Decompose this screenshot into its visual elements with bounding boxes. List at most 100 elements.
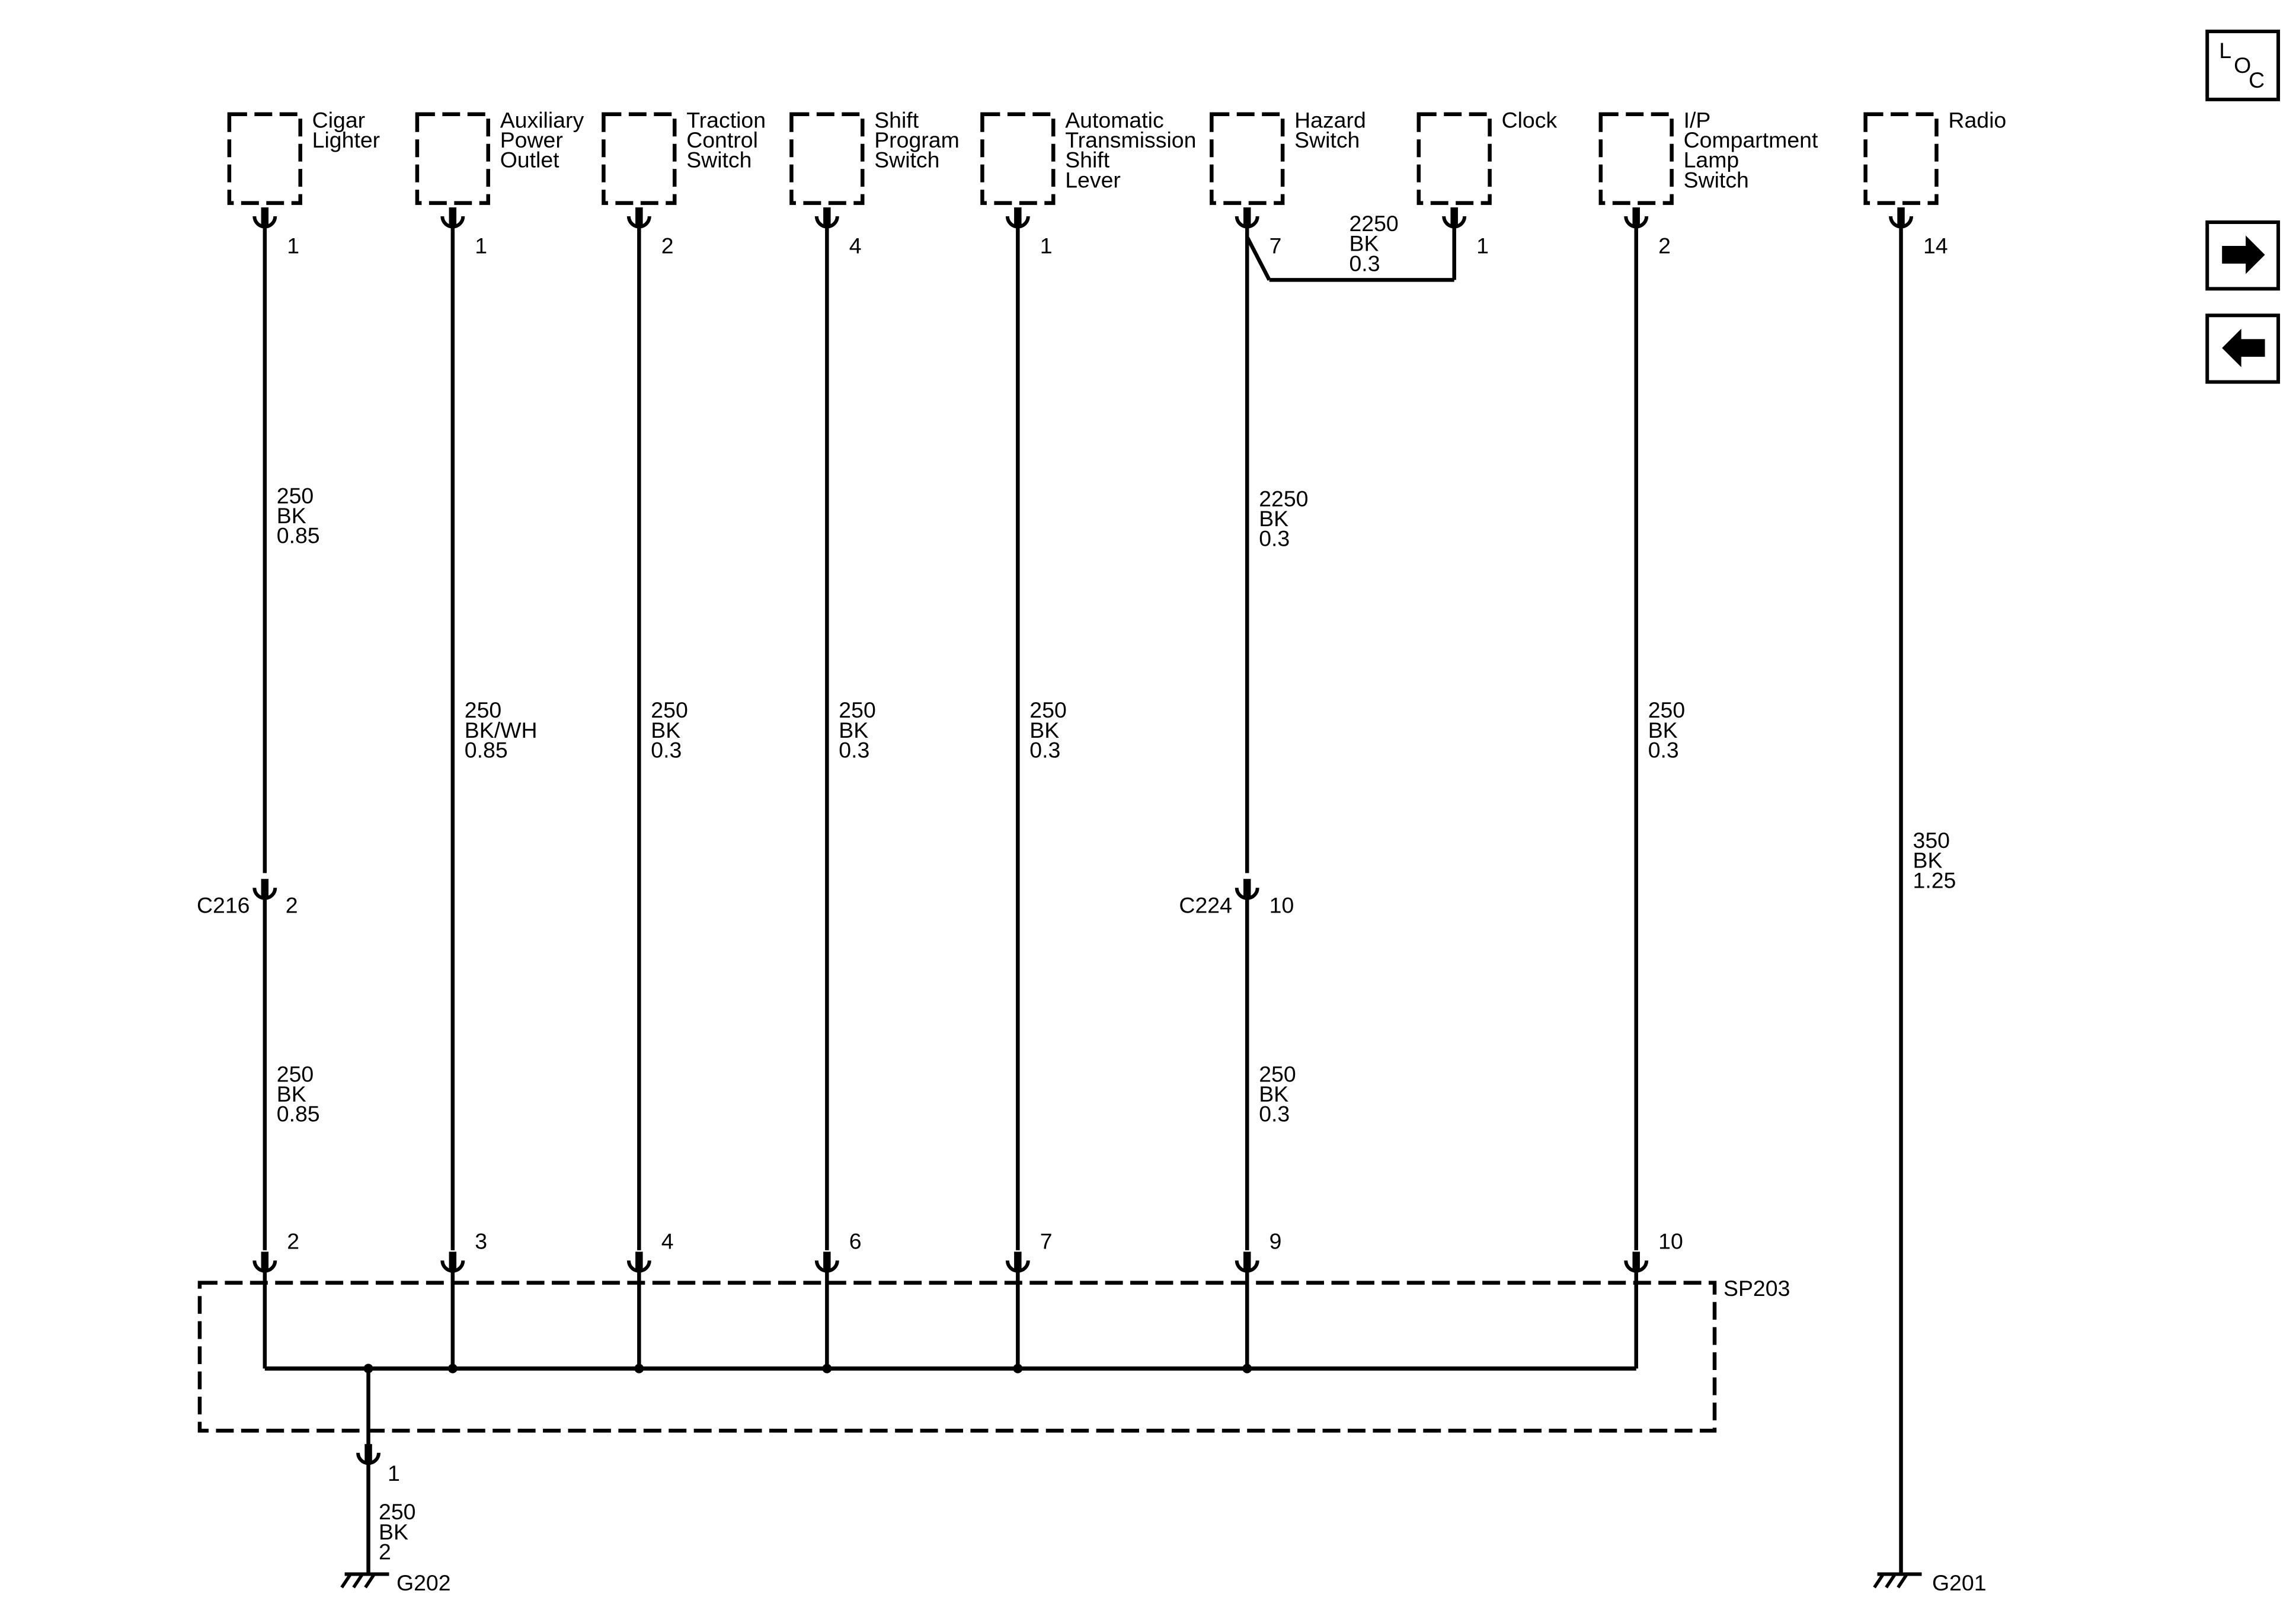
- component-label-shiftprog: Shift: [874, 107, 919, 132]
- wire-label-traction: 250: [651, 697, 687, 722]
- wire-label-hazard-upper: 2250: [1259, 486, 1308, 511]
- ground-g201-icon: [1897, 1573, 1908, 1589]
- loc-button-frame: [2205, 30, 2281, 101]
- pin-label: 10: [1269, 893, 1294, 918]
- component-label-hazard: Switch: [1294, 127, 1360, 152]
- splice-dot: [1013, 1363, 1023, 1374]
- pin-label: 7: [1040, 1228, 1053, 1253]
- pin-label: 1: [1040, 233, 1053, 258]
- loc-letter: C: [2249, 68, 2265, 92]
- wire-label-traction: BK: [651, 718, 680, 742]
- ground-g201-icon: [1873, 1573, 1885, 1589]
- ground-g202-icon: [340, 1573, 352, 1589]
- wire-label-cigar-lower: BK: [277, 1081, 306, 1106]
- wire-label-atsl: 0.3: [1029, 738, 1060, 763]
- ground-g201-icon: [1885, 1573, 1897, 1589]
- wire-label-cigar-upper: BK: [277, 503, 306, 528]
- navigation-panel: LOC: [2205, 30, 2281, 384]
- pin-label: 3: [475, 1228, 487, 1253]
- component-box-atsl: [980, 112, 1056, 205]
- pin-label: 1: [475, 233, 487, 258]
- pin-label: 10: [1658, 1228, 1683, 1253]
- component-box-ipcomp: [1598, 112, 1674, 205]
- component-label-aux: Auxiliary: [500, 107, 584, 132]
- ground-g202-icon: [364, 1573, 376, 1589]
- wire-label-atsl: 250: [1029, 697, 1066, 722]
- pin-label: 2: [661, 233, 674, 258]
- component-label-shiftprog: Program: [874, 127, 960, 152]
- connector-name: C224: [1179, 893, 1232, 918]
- component-label-radio: Radio: [1948, 107, 2006, 132]
- component-box-clock: [1416, 112, 1492, 205]
- wire-label-cigar-lower: 250: [277, 1061, 314, 1086]
- splice-dot: [822, 1363, 832, 1374]
- ground-label-g202: G202: [396, 1570, 451, 1595]
- wire-label-shiftprog: BK: [839, 718, 868, 742]
- wire-label-radio: BK: [1913, 848, 1943, 873]
- component-label-clock: Clock: [1502, 107, 1558, 132]
- component-label-atsl: Lever: [1065, 167, 1121, 192]
- wire-label-hazard-lower: 0.3: [1259, 1102, 1290, 1126]
- pin-label: 1: [388, 1461, 400, 1486]
- component-label-traction: Switch: [686, 148, 752, 172]
- wire-label-aux: 0.85: [465, 738, 508, 763]
- pin-label: 4: [849, 233, 862, 258]
- wire-label-aux: 250: [465, 697, 501, 722]
- wire-label-hazard-upper: BK: [1259, 506, 1288, 531]
- component-label-ipcomp: Compartment: [1684, 127, 1818, 152]
- ground-g202-icon: [352, 1573, 364, 1589]
- arrow-left-icon: [2222, 328, 2265, 367]
- component-label-cigar: Lighter: [312, 127, 380, 152]
- pin-label: 4: [661, 1228, 674, 1253]
- pin-label: 2: [287, 1228, 299, 1253]
- component-box-aux: [415, 112, 490, 205]
- component-label-atsl: Automatic: [1065, 107, 1163, 132]
- pin-label: 9: [1269, 1228, 1282, 1253]
- arrow-right-icon: [2222, 235, 2265, 274]
- component-label-atsl: Transmission: [1065, 127, 1196, 152]
- labels: CigarLighter1AuxiliaryPowerOutlet1Tracti…: [197, 107, 2006, 1595]
- component-label-aux: Outlet: [500, 148, 559, 172]
- wire-label-hazard-clock: 0.3: [1349, 251, 1380, 276]
- wire: [1245, 236, 1271, 281]
- wire-label-hazard-lower: 250: [1259, 1061, 1296, 1086]
- wire-label-cigar-lower: 0.85: [277, 1102, 320, 1126]
- component-label-cigar: Cigar: [312, 107, 365, 132]
- component-label-ipcomp: Switch: [1684, 167, 1749, 192]
- pin-label: 1: [287, 233, 299, 258]
- wire-label-hazard-lower: BK: [1259, 1081, 1288, 1106]
- wire-label-hazard-clock: 2250: [1349, 211, 1398, 236]
- wire-label-radio: 350: [1913, 828, 1950, 853]
- wire-label-hazard-clock: BK: [1349, 231, 1379, 256]
- component-label-hazard: Hazard: [1294, 107, 1366, 132]
- next-page-button[interactable]: [2205, 220, 2281, 291]
- wire-label-cigar-upper: 0.85: [277, 523, 320, 548]
- ground-label-g201: G201: [1932, 1570, 1987, 1595]
- loc-letter: O: [2234, 53, 2251, 78]
- component-label-ipcomp: I/P: [1684, 107, 1711, 132]
- component-label-ipcomp: Lamp: [1684, 148, 1739, 172]
- wire-label-radio: 1.25: [1913, 868, 1956, 892]
- component-box-traction: [602, 112, 677, 205]
- splice-box-sp203: [197, 1281, 1717, 1433]
- component-label-shiftprog: Switch: [874, 148, 939, 172]
- splice-dot: [363, 1363, 373, 1374]
- component-label-traction: Traction: [686, 107, 766, 132]
- wire-label-ipcomp: 250: [1648, 697, 1685, 722]
- splice-name: SP203: [1723, 1276, 1790, 1301]
- pin-label: 6: [849, 1228, 862, 1253]
- wire-label-ipcomp: 0.3: [1648, 738, 1679, 763]
- pin-label: 2: [286, 893, 298, 918]
- component-label-atsl: Shift: [1065, 148, 1110, 172]
- component-box-radio: [1863, 112, 1939, 205]
- wire-label-shiftprog: 250: [839, 697, 875, 722]
- prev-page-button[interactable]: [2205, 313, 2281, 384]
- pin-label: 1: [1476, 233, 1489, 258]
- wires: [197, 112, 1939, 1589]
- splice-dot: [1242, 1363, 1252, 1374]
- wire-label-shiftprog: 0.3: [839, 738, 869, 763]
- wire-label-atsl: BK: [1029, 718, 1059, 742]
- loc-button[interactable]: LOC: [2205, 30, 2281, 101]
- wire-label-hazard-upper: 0.3: [1259, 526, 1290, 551]
